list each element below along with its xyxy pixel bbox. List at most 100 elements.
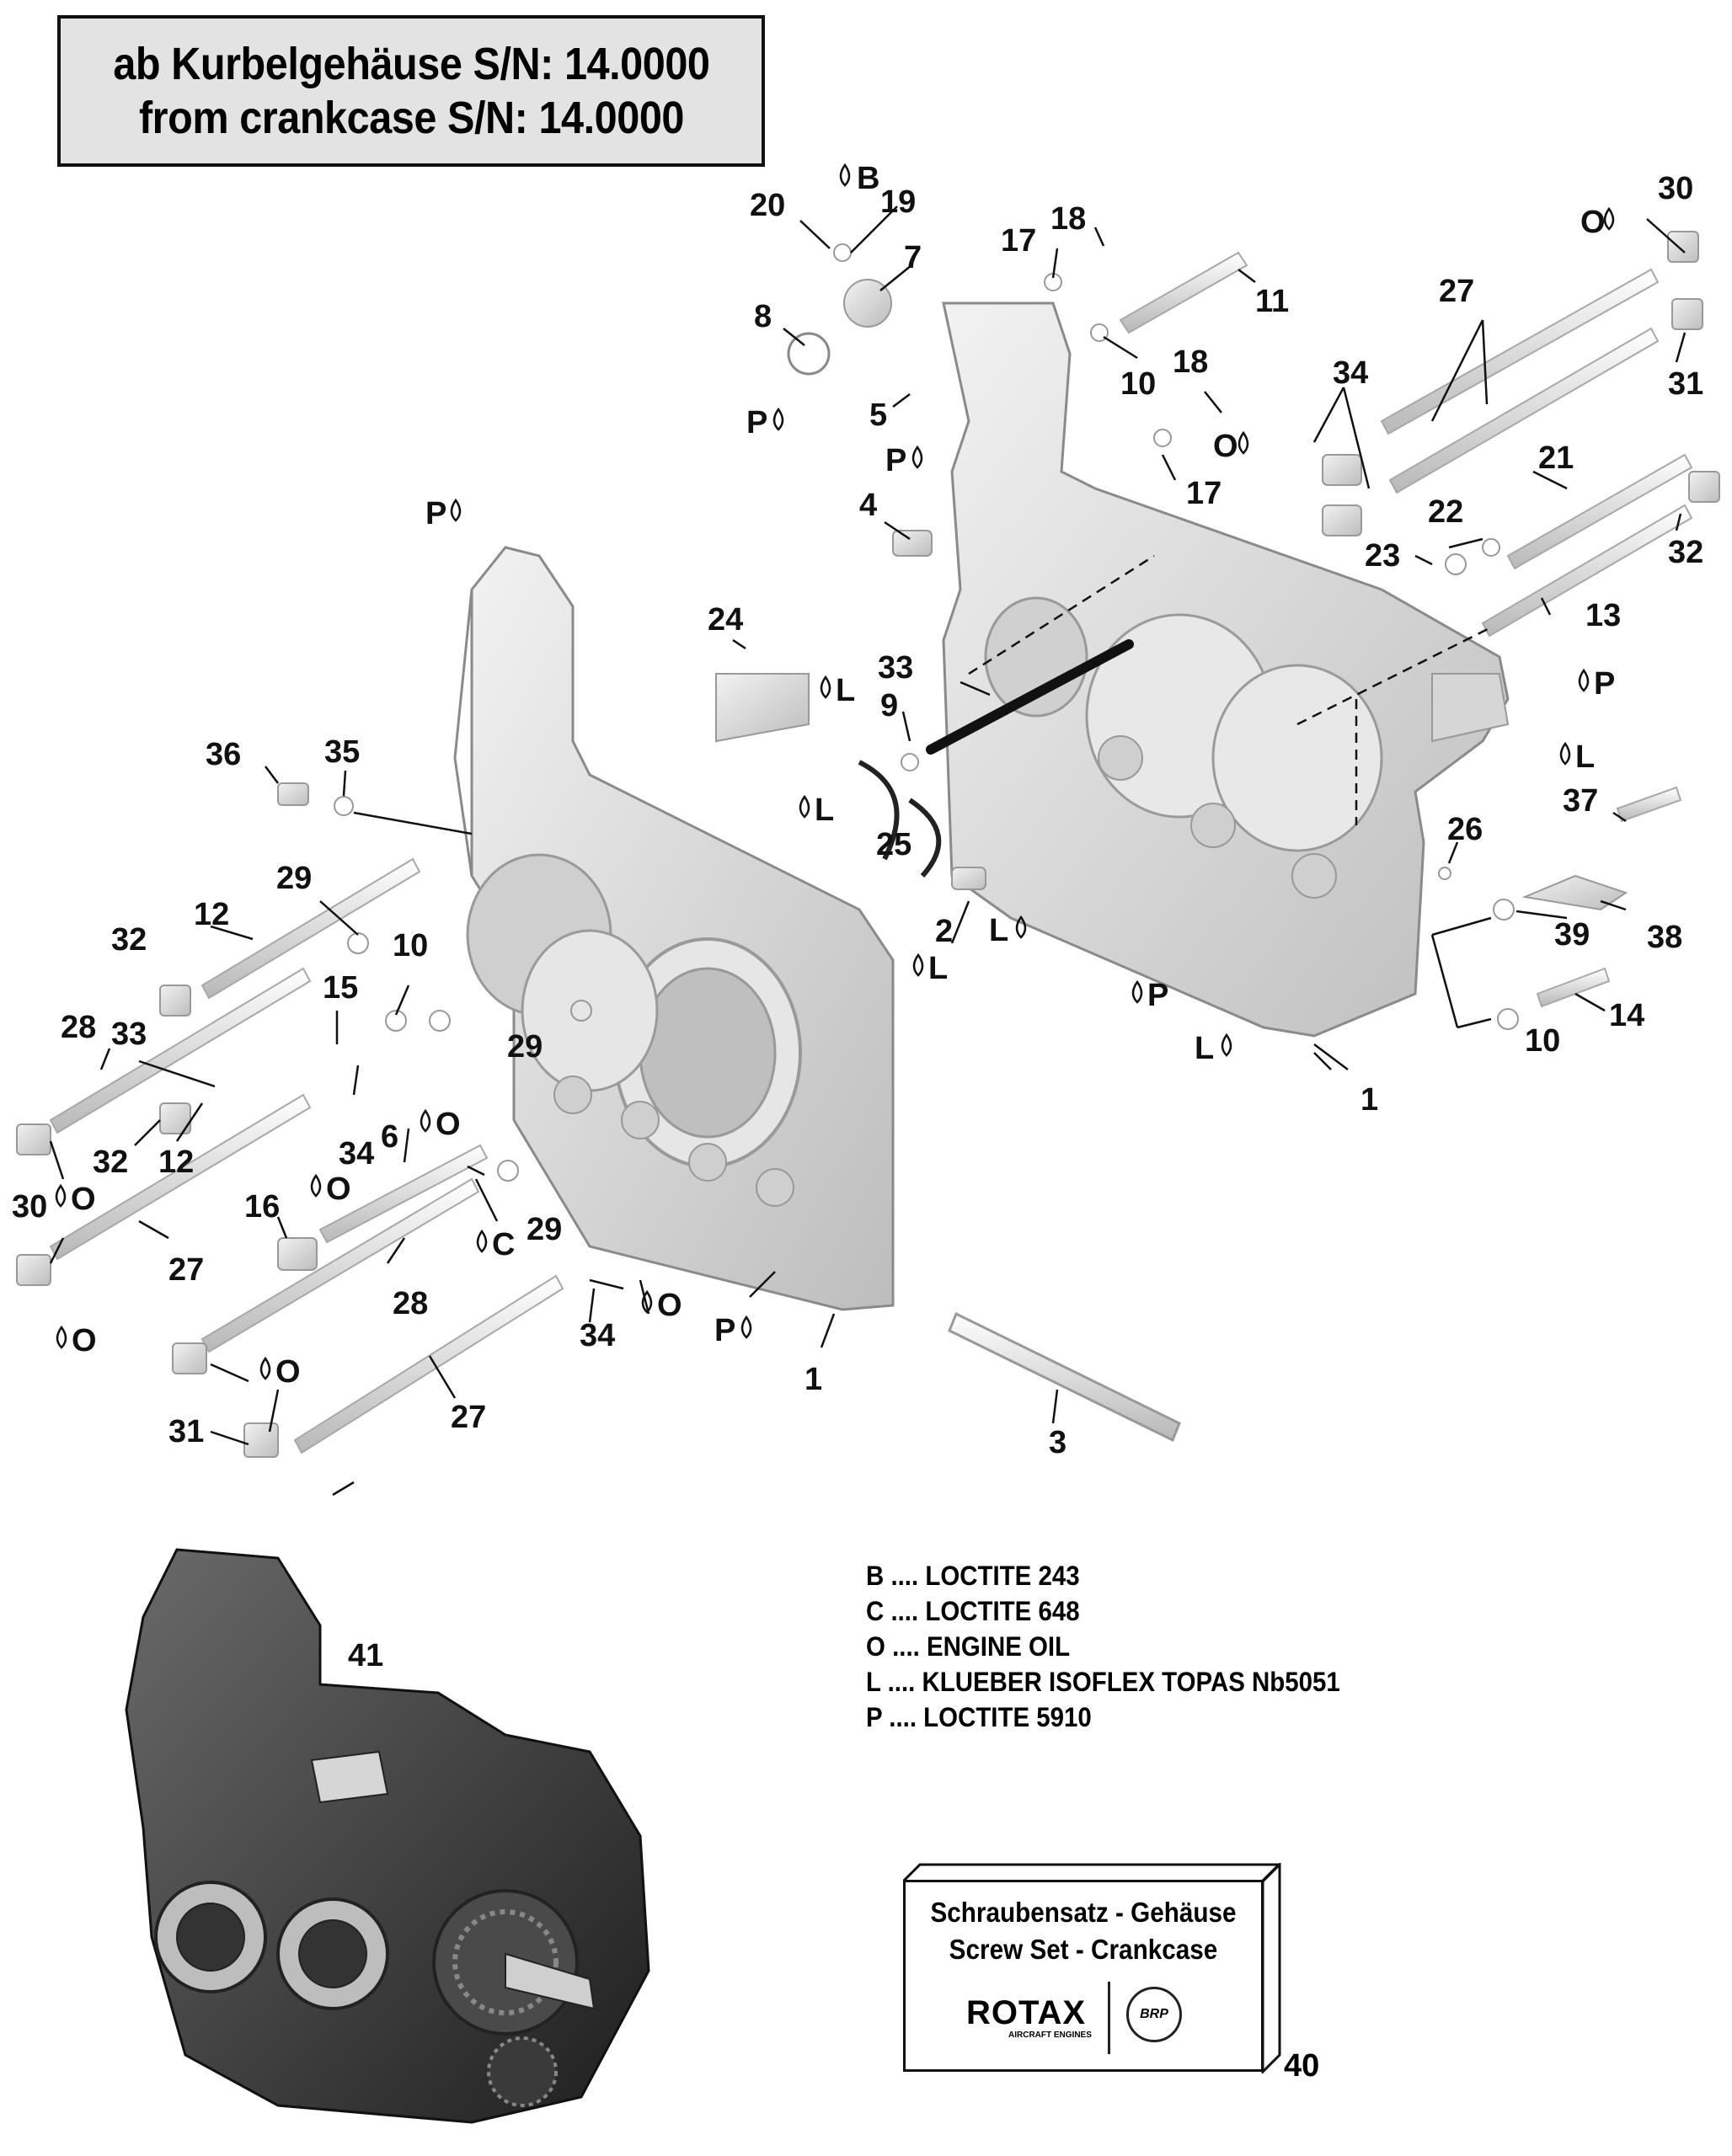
callout-3: 3 (1049, 1425, 1066, 1460)
svg-text:P: P (885, 443, 906, 478)
drop-marker-P-3: P (425, 496, 462, 531)
svg-text:O: O (326, 1171, 351, 1207)
svg-text:L: L (836, 673, 855, 708)
callout-10-right: 10 (1525, 1023, 1560, 1059)
callout-34-left: 34 (339, 1136, 374, 1171)
long-studs (49, 251, 1693, 1454)
callout-29-top: 29 (276, 861, 312, 896)
callout-32-right: 32 (1668, 535, 1703, 570)
callout-18-mid: 18 (1173, 344, 1208, 380)
drop-marker-L-5: L (912, 951, 948, 986)
svg-text:P: P (1594, 666, 1615, 702)
drop-marker-O-left-4: O (56, 1323, 97, 1358)
callout-23: 23 (1365, 538, 1400, 574)
drop-marker-L-6: L (1195, 1031, 1232, 1066)
svg-text:B: B (857, 161, 879, 196)
legend-row-B: B .... LOCTITE 243 (866, 1561, 1080, 1591)
drop-marker-L-2: L (799, 792, 834, 828)
screw-set-box-side (1261, 1863, 1281, 2073)
svg-text:O: O (72, 1323, 97, 1358)
leader-lines (49, 205, 1687, 1497)
left-crankcase-half (453, 546, 895, 1311)
callout-27-top: 27 (1439, 274, 1474, 309)
callout-15: 15 (323, 970, 358, 1006)
callout-2: 2 (935, 914, 953, 949)
small-parts (16, 231, 1720, 1458)
assembled-engine-41 (125, 1548, 650, 2124)
svg-text:P: P (714, 1313, 735, 1348)
callout-18-top: 18 (1050, 201, 1086, 237)
callout-1-right: 1 (1360, 1082, 1378, 1118)
callout-10-top: 10 (1120, 366, 1156, 402)
tube-3 (948, 1311, 1181, 1443)
snap-ring-25 (858, 760, 900, 861)
drop-marker-O-bottom: O (641, 1288, 682, 1323)
callout-21: 21 (1538, 440, 1574, 476)
drop-marker-P-4: P (1578, 666, 1615, 702)
drop-marker-B: B (839, 161, 879, 196)
callout-1-bottom: 1 (805, 1362, 822, 1397)
svg-text:P: P (425, 496, 446, 531)
callout-7: 7 (904, 240, 922, 275)
svg-text:L: L (1195, 1031, 1214, 1066)
screw-set-box: Schraubensatz - Gehäuse Screw Set - Cran… (903, 1880, 1264, 2072)
svg-text:P: P (746, 405, 767, 440)
callout-4: 4 (859, 488, 877, 523)
callout-25: 25 (876, 827, 911, 862)
title-english: from crankcase S/N: 14.0000 (138, 93, 684, 143)
drop-marker-P-2: P (885, 443, 923, 478)
callout-30-top: 30 (1658, 171, 1693, 206)
right-crankcase-half (942, 302, 1510, 1038)
callout-36: 36 (206, 737, 241, 772)
callout-35: 35 (324, 734, 360, 770)
callout-6: 6 (381, 1119, 398, 1155)
callout-30-left: 30 (12, 1189, 47, 1225)
brp-logo-icon: BRP (1126, 1987, 1182, 2042)
callout-12-bottom: 12 (158, 1145, 194, 1180)
svg-text:L: L (989, 913, 1008, 948)
drop-marker-O-left-3: O (310, 1171, 351, 1207)
callout-34-top: 34 (1333, 355, 1368, 391)
callout-19: 19 (880, 184, 916, 220)
callout-20: 20 (750, 188, 785, 223)
svg-text:C: C (492, 1227, 515, 1262)
callout-41: 41 (348, 1638, 383, 1673)
svg-text:L: L (928, 951, 948, 986)
callout-34-bottom: 34 (580, 1318, 615, 1353)
title-box: ab Kurbelgehäuse S/N: 14.0000 from crank… (57, 15, 765, 167)
svg-text:L: L (815, 792, 834, 828)
callout-26: 26 (1447, 812, 1483, 847)
logo-divider (1108, 1982, 1110, 2054)
legend-row-P: P .... LOCTITE 5910 (866, 1702, 1092, 1732)
svg-text:O: O (275, 1354, 301, 1390)
callout-39: 39 (1554, 917, 1590, 953)
drop-marker-O-left-2: O (55, 1182, 96, 1217)
callout-22: 22 (1428, 494, 1463, 530)
callout-8: 8 (754, 299, 772, 334)
svg-text:O: O (436, 1107, 461, 1142)
snap-ring-25b (908, 798, 942, 878)
callout-11: 11 (1255, 284, 1289, 319)
callout-5: 5 (869, 398, 887, 433)
legend: B .... LOCTITE 243 C .... LOCTITE 648 O … (866, 1558, 1382, 1735)
callout-31-bottom: 31 (168, 1414, 204, 1449)
callout-16: 16 (244, 1189, 280, 1225)
drop-marker-L-3: L (1559, 739, 1595, 775)
callout-13: 13 (1585, 598, 1621, 633)
svg-text:O: O (71, 1182, 96, 1217)
drop-marker-L-4: L (989, 913, 1027, 948)
callout-27-mid: 27 (168, 1252, 204, 1288)
svg-text:P: P (1147, 978, 1168, 1013)
drop-marker-O-left-5: O (259, 1354, 301, 1390)
rotax-logo-subtitle: AIRCRAFT ENGINES (1008, 2031, 1092, 2040)
callout-24: 24 (708, 602, 743, 638)
drop-marker-P-1: P (746, 405, 784, 440)
svg-text:O: O (1213, 429, 1238, 464)
drop-marker-O-left-1: O (420, 1107, 461, 1142)
callout-29-mid: 29 (507, 1029, 543, 1065)
callout-9: 9 (880, 688, 898, 723)
drop-marker-C: C (476, 1227, 515, 1262)
callout-17-top: 17 (1001, 223, 1036, 259)
drop-markers: B O P P O P L L (55, 161, 1615, 1390)
